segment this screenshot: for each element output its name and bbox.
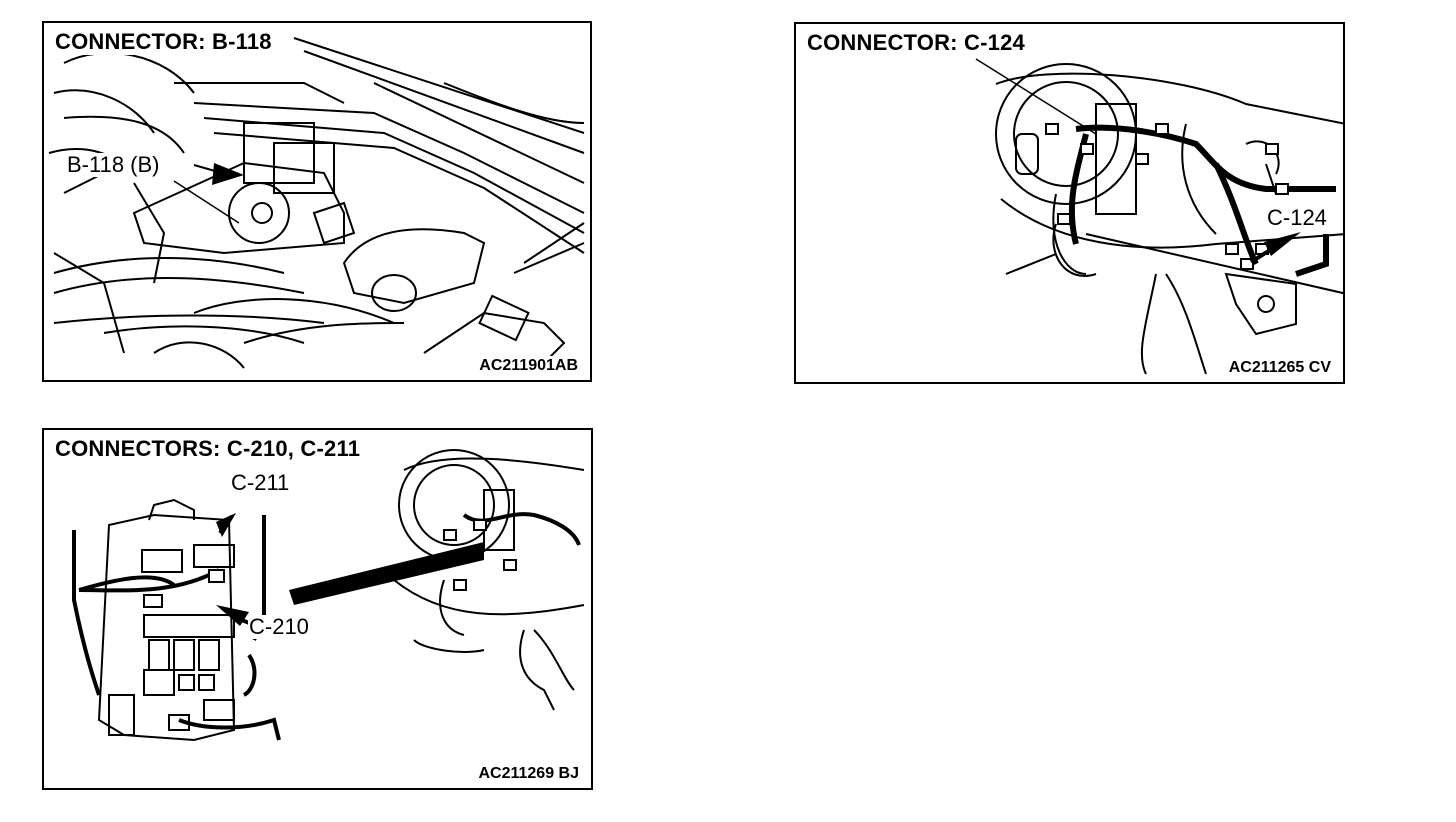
engine-bay-illustration (48, 37, 585, 369)
figure-code: AC211265 CV (1226, 358, 1333, 378)
figure-code: AC211901AB (477, 356, 580, 376)
connector-callout-c124: C-124 (1266, 205, 1328, 230)
junction-block-illustration (72, 449, 585, 742)
panel-connector-b118: CONNECTOR: B-118 B-118 (B) AC211901AB (42, 21, 592, 382)
figure-code: AC211269 BJ (476, 764, 581, 784)
connector-callout-c211: C-211 (230, 470, 291, 495)
connector-callout-c210: C-210 (248, 614, 310, 639)
panel-title: CONNECTOR: B-118 (53, 29, 274, 55)
panel-title: CONNECTOR: C-124 (805, 30, 1027, 56)
panel-connectors-c210-c211: CONNECTORS: C-210, C-211 C-211 C-210 AC2… (42, 428, 593, 790)
panel-connector-c124: CONNECTOR: C-124 C-124 AC211265 CV (794, 22, 1345, 384)
dashboard-illustration (975, 58, 1343, 375)
panel-title: CONNECTORS: C-210, C-211 (53, 436, 363, 462)
connector-callout-b118: B-118 (B) (66, 152, 161, 177)
